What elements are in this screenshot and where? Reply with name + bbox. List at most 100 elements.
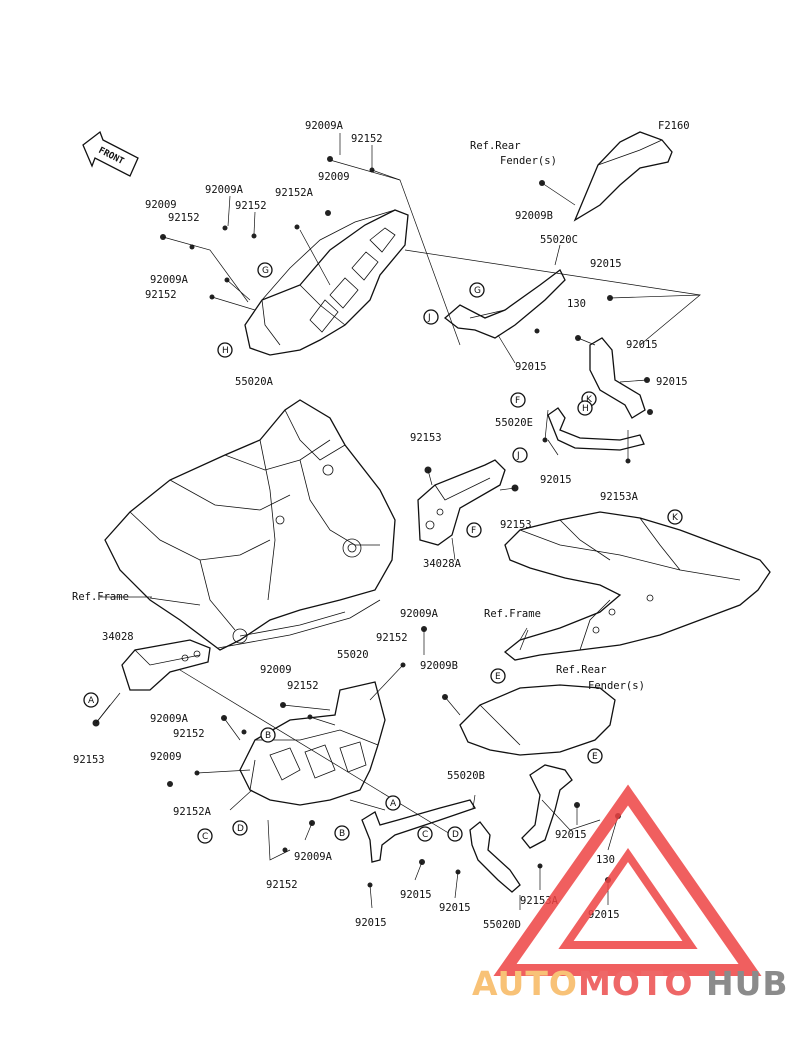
- part-label: 55020D: [483, 919, 521, 931]
- bracket-55020E: [547, 407, 645, 451]
- callout-A-left: A: [83, 692, 99, 708]
- part-label: 92015: [355, 917, 387, 929]
- part-label: 55020E: [495, 417, 533, 429]
- svg-text:J: J: [516, 451, 520, 461]
- callout-B-mid: B: [334, 825, 350, 841]
- part-label: 92009A: [205, 184, 244, 196]
- part-label: 92152: [351, 133, 383, 145]
- callout-J-mid: J: [512, 447, 528, 463]
- svg-text:A: A: [88, 696, 95, 706]
- part-label: 92153: [500, 519, 532, 531]
- part-label: 55020: [337, 649, 369, 661]
- watermark-triangle: [493, 784, 762, 976]
- part-label: 34028: [102, 631, 134, 643]
- svg-text:H: H: [222, 346, 229, 356]
- part-label: 92152: [376, 632, 408, 644]
- watermark-hub: HUB: [706, 964, 789, 1003]
- part-label: 92015: [588, 909, 620, 921]
- part-label: 92152A: [173, 806, 212, 818]
- svg-text:C: C: [422, 830, 428, 840]
- callout-D-left: D: [232, 820, 248, 836]
- callout-J-top: J: [423, 309, 439, 325]
- callout-G-top: G: [257, 262, 273, 278]
- part-label: 92015: [555, 829, 587, 841]
- part-label: 92152A: [275, 187, 314, 199]
- cover-55020A: [244, 209, 409, 356]
- part-label: 92009A: [150, 713, 189, 725]
- callout-C-mid: C: [417, 826, 433, 842]
- part-label: 92009A: [294, 851, 333, 863]
- part-label: 92153A: [600, 491, 639, 503]
- part-label: 92009: [150, 751, 182, 763]
- callout-A-lower: A: [385, 795, 401, 811]
- part-label: 92153: [410, 432, 442, 444]
- front-arrow: FRONT: [82, 130, 139, 177]
- part-label: 92152: [287, 680, 319, 692]
- svg-text:F: F: [515, 396, 520, 406]
- svg-text:B: B: [265, 731, 271, 741]
- svg-text:G: G: [474, 286, 481, 296]
- rear-fender-top: [573, 131, 673, 222]
- callouts: G H G J K F H J F K E A B E A C D B C D: [83, 262, 683, 844]
- rear-subframe: [503, 511, 771, 661]
- ref-rear-fender-top-1: Ref.Rear: [470, 140, 521, 152]
- svg-text:D: D: [452, 830, 459, 840]
- ref-frame-right: Ref.Frame: [484, 608, 541, 620]
- part-label: 92153: [73, 754, 105, 766]
- part-label: 92015: [626, 339, 658, 351]
- callout-H-right: H: [577, 400, 593, 416]
- part-label: 92015: [439, 902, 471, 914]
- part-label: 92015: [400, 889, 432, 901]
- ref-rear-fender-bottom-2: Fender(s): [588, 680, 645, 692]
- bracket-55020D: [469, 821, 521, 893]
- bracket-55020C: [443, 269, 566, 339]
- svg-text:E: E: [495, 672, 501, 682]
- watermark-auto: AUTO: [472, 964, 578, 1003]
- leader-lines: [95, 133, 702, 910]
- part-label: 55020C: [540, 234, 578, 246]
- watermark: AUTO MOTO HUB: [472, 784, 789, 1003]
- part-label: 92009B: [515, 210, 553, 222]
- svg-text:B: B: [339, 829, 345, 839]
- reference-labels: Ref.Rear Fender(s) Ref.Frame Ref.Frame R…: [72, 140, 645, 692]
- svg-text:F: F: [471, 526, 476, 536]
- part-label: 92009: [318, 171, 350, 183]
- svg-text:E: E: [592, 752, 598, 762]
- bracket-lower-E: [521, 764, 573, 849]
- part-labels: 92009A 92152 92009 92009A 92152A 92009 9…: [73, 120, 688, 931]
- part-label: 130: [567, 298, 586, 310]
- part-label: 92152: [145, 289, 177, 301]
- callout-E-mid: E: [490, 668, 506, 684]
- callout-F-top: F: [510, 392, 526, 408]
- svg-text:A: A: [390, 799, 397, 809]
- part-label: 92009A: [305, 120, 344, 132]
- svg-text:D: D: [237, 824, 244, 834]
- callout-G-right: G: [469, 282, 485, 298]
- svg-text:K: K: [672, 513, 679, 523]
- part-label: 92152: [266, 879, 298, 891]
- svg-text:K: K: [586, 395, 593, 405]
- svg-text:G: G: [262, 266, 269, 276]
- bracket-55020B: [361, 799, 476, 863]
- part-label: 130: [596, 854, 615, 866]
- part-label: 92009B: [420, 660, 458, 672]
- callout-F-mid: F: [466, 522, 482, 538]
- svg-text:J: J: [427, 313, 431, 323]
- part-label: 92009A: [150, 274, 189, 286]
- bracket-130: [589, 337, 646, 419]
- callout-E-lower: E: [587, 748, 603, 764]
- part-label: 34028A: [423, 558, 462, 570]
- svg-text:H: H: [582, 404, 589, 414]
- callout-B-lower: B: [260, 727, 276, 743]
- svg-text:C: C: [202, 832, 208, 842]
- ref-rear-fender-top-2: Fender(s): [500, 155, 557, 167]
- part-label: 92015: [590, 258, 622, 270]
- ref-rear-fender-bottom-1: Ref.Rear: [556, 664, 607, 676]
- callout-H-top: H: [217, 342, 233, 358]
- cover-55020: [239, 681, 386, 806]
- part-label: 92015: [540, 474, 572, 486]
- part-label: 92009A: [400, 608, 439, 620]
- main-frame: [104, 399, 396, 651]
- step-34028: [121, 639, 211, 691]
